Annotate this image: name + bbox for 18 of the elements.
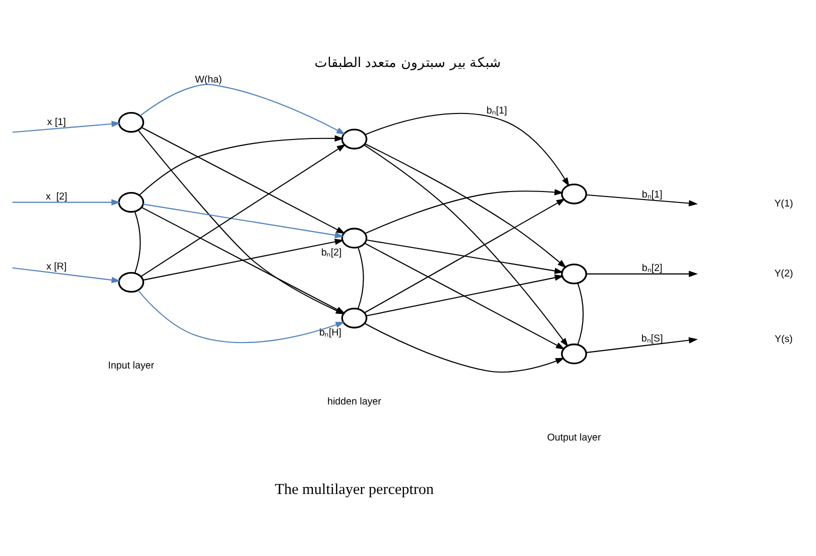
node-label: bₙ[H]: [319, 327, 342, 338]
label: Y(2): [774, 268, 794, 280]
label: Y(1): [774, 198, 794, 209]
edge-label: bₙ[1]: [486, 105, 507, 116]
edge-label: bₙ[2]: [642, 262, 662, 274]
edge-label: x [1]: [47, 116, 66, 128]
edge-label: bₙ[1]: [642, 188, 662, 200]
label: hidden layer: [327, 396, 382, 407]
edge-label: W(ha): [194, 74, 222, 85]
node-label: bₙ[2]: [321, 247, 342, 258]
edge-label: x [R]: [46, 261, 67, 272]
label: Y(s): [774, 334, 793, 345]
edge-label: bₙ[S]: [641, 332, 663, 344]
edge-label: x [2]: [46, 191, 68, 202]
label: Output layer: [547, 432, 601, 443]
label: Input layer: [108, 360, 154, 372]
caption: The multilayer perceptron: [274, 480, 434, 498]
diagram-title: شبكة بير سبترون متعدد الطبقات: [314, 54, 502, 70]
